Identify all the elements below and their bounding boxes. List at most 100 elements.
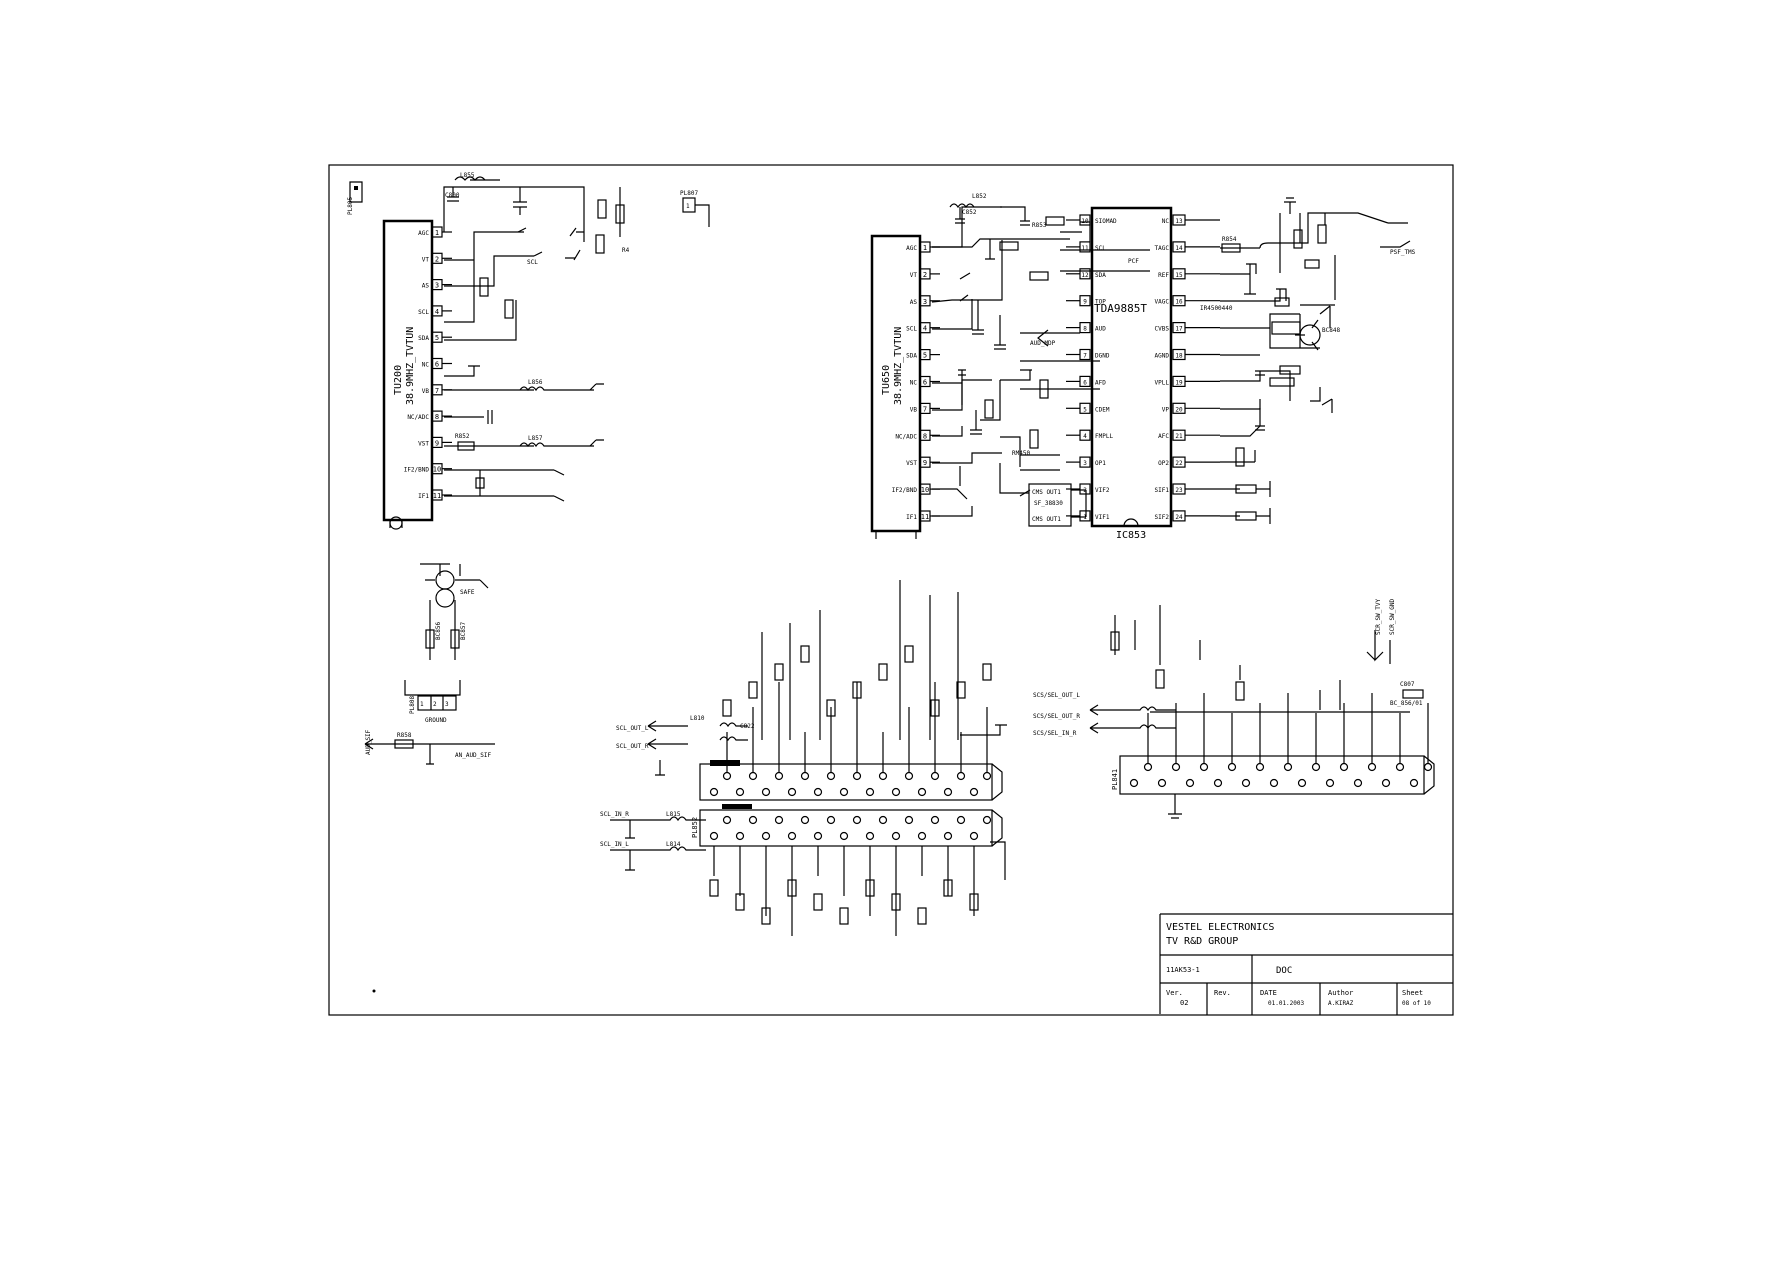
- svg-text:L810: L810: [690, 715, 705, 722]
- tuner-right-designator: TU650: [881, 365, 892, 395]
- svg-text:R852: R852: [455, 433, 470, 440]
- ic-right-pin-5-number: 18: [1175, 353, 1183, 360]
- scart-upper-even-pin: [852, 771, 862, 781]
- tuner_left-pin-6-number: 7: [435, 387, 439, 395]
- drawing-frame: [328, 164, 1454, 1016]
- svg-text:CMS OUT1: CMS OUT1: [1032, 516, 1061, 523]
- tuner_right-pin-8-number: 9: [923, 459, 927, 467]
- tuner-left-designator: TU200: [393, 365, 404, 395]
- tuner_left-pin-3-number: 4: [435, 308, 439, 316]
- svg-text:SCL_IN_R: SCL_IN_R: [600, 811, 629, 818]
- tuner_left-pin-9-label: IF2/BND: [404, 467, 430, 474]
- tuner_right-pin-3-label: SCL: [906, 326, 917, 333]
- scart-lower-even-pin: [800, 815, 810, 825]
- ic-left-pin-10-label: VIF2: [1095, 487, 1110, 494]
- ic-right-pin-7-number: 20: [1175, 406, 1183, 413]
- scart-upper-odd-pin: [709, 787, 719, 797]
- scart-lower-odd-pin: [735, 831, 745, 841]
- ic-right-pin-3-number: 16: [1175, 299, 1183, 306]
- svg-text:IR4500440: IR4500440: [1200, 305, 1233, 312]
- scart-lower-odd-pin: [813, 831, 823, 841]
- svg-text:01.01.2003: 01.01.2003: [1268, 1000, 1305, 1007]
- tuner_left-pin-0-label: AGC: [418, 230, 429, 237]
- tuner_right-pin-10-number: 11: [921, 513, 929, 521]
- svg-text:L815: L815: [666, 811, 681, 818]
- ic-part-number: TDA9885T: [1094, 302, 1147, 315]
- ic-left-pin-1-label: SCL: [1095, 245, 1106, 252]
- ic-left-pin-9-label: OP1: [1095, 460, 1106, 467]
- svg-text:PSF_TMS: PSF_TMS: [1390, 249, 1416, 256]
- svg-text:C822: C822: [740, 723, 755, 730]
- svg-text:08 of 10: 08 of 10: [1402, 1000, 1431, 1007]
- tuner_right-pin-2-label: AS: [910, 299, 918, 306]
- pl841-odd-pin: [1269, 778, 1279, 788]
- ic-right-pin-2-number: 15: [1175, 272, 1183, 279]
- scart-lower-even-pin: [774, 815, 784, 825]
- tuner_right-pin-10-label: IF1: [906, 514, 917, 521]
- ic-left-pin-9-number: 3: [1083, 460, 1087, 467]
- ic-right-pin-4-number: 17: [1175, 326, 1183, 333]
- scart-lower-even-pin: [982, 815, 992, 825]
- tuner_left-pin-8-label: VST: [418, 440, 429, 447]
- tuner_left-pin-9-number: 10: [433, 466, 441, 474]
- svg-text:SAFE: SAFE: [460, 589, 475, 596]
- ic-left-pin-4-number: 8: [1083, 326, 1087, 333]
- ic-right-pin-11-number: 24: [1175, 514, 1183, 521]
- scart-pl841-label: PL841: [1111, 769, 1119, 790]
- tuner-left-body: [382, 219, 434, 522]
- ic-right-pin-6-label: VPLL: [1155, 379, 1170, 386]
- ic-right-pin-8-number: 21: [1175, 433, 1183, 440]
- pl841-odd-pin: [1157, 778, 1167, 788]
- svg-text:SCL_IN_L: SCL_IN_L: [600, 841, 629, 848]
- svg-text:C800: C800: [445, 192, 460, 199]
- pl841-even-pin: [1227, 762, 1237, 772]
- pl841-odd-pin: [1409, 778, 1419, 788]
- ic-right-pin-2-label: REF: [1158, 272, 1169, 279]
- pl841-even-pin: [1171, 762, 1181, 772]
- tuner_left-pin-10-label: IF1: [418, 493, 429, 500]
- ic-right-pin-0-number: 13: [1175, 218, 1183, 225]
- scart-upper-odd-pin: [813, 787, 823, 797]
- svg-text:L852: L852: [972, 193, 987, 200]
- svg-text:SCS/SEL_IN_R: SCS/SEL_IN_R: [1033, 730, 1077, 737]
- tuner_right-pin-5-label: NC: [910, 380, 918, 387]
- svg-text:SF_38830: SF_38830: [1034, 500, 1063, 507]
- scart-lower-even-pin: [826, 815, 836, 825]
- tuner_left-pin-0-number: 1: [435, 229, 439, 237]
- title-group: TV R&D GROUP: [1166, 936, 1238, 947]
- ic-left-pin-4-label: AUD: [1095, 326, 1106, 333]
- connector-pl807: 1 PL807: [680, 190, 710, 227]
- ic-left-pin-8-label: FMPLL: [1095, 433, 1113, 440]
- scart-lower-even-pin: [930, 815, 940, 825]
- svg-text:L814: L814: [666, 841, 681, 848]
- svg-text:R858: R858: [397, 732, 412, 739]
- ic-right-pin-9-label: OP2: [1158, 460, 1169, 467]
- ic-left-pin-6-label: AFD: [1095, 379, 1106, 386]
- title-doc-number: 11AK53-1: [1166, 966, 1200, 974]
- scart-upper-odd-pin: [865, 787, 875, 797]
- scart-lower-odd-pin: [969, 831, 979, 841]
- title-ver-value: 02: [1180, 999, 1188, 1007]
- scart-lower-even-pin: [878, 815, 888, 825]
- pl841-odd-pin: [1381, 778, 1391, 788]
- scart-upper-odd-pin: [787, 787, 797, 797]
- ic-left-pin-10-number: 2: [1083, 487, 1087, 494]
- ic-right-pin-3-label: VAGC: [1155, 299, 1170, 306]
- connector-pl808-body: [417, 695, 457, 711]
- scart-upper-even-pin: [878, 771, 888, 781]
- tuner_left-pin-8-number: 9: [435, 439, 439, 447]
- ic-left-pin-11-number: 1: [1083, 514, 1087, 521]
- pl841-even-pin: [1339, 762, 1349, 772]
- scart-upper-even-pin: [748, 771, 758, 781]
- pl841-odd-pin: [1213, 778, 1223, 788]
- ic-right-pin-7-label: VP: [1162, 406, 1170, 413]
- ic-left-pin-2-number: 12: [1081, 272, 1089, 279]
- tuner_right-pin-0-number: 1: [923, 244, 927, 252]
- tuner_right-pin-7-label: NC/ADC: [895, 433, 917, 440]
- title-sheet-label: Sheet: [1402, 989, 1423, 997]
- scart-lower-odd-pin: [709, 831, 719, 841]
- pl841-odd-pin: [1129, 778, 1139, 788]
- title-doc: DOC: [1276, 966, 1292, 976]
- ic-left-pin-1-number: 11: [1081, 245, 1089, 252]
- scart-upper-even-pin: [826, 771, 836, 781]
